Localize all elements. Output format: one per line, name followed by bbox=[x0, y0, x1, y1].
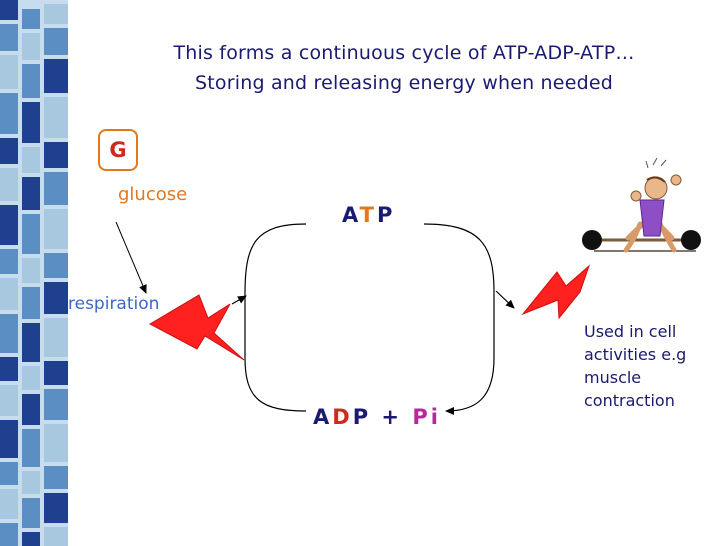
stripe-block bbox=[44, 318, 68, 357]
energy-use-note: Used in cell activities e.g muscle contr… bbox=[584, 320, 728, 412]
phosphate-pi: Pi bbox=[412, 405, 441, 429]
stripe-block bbox=[44, 97, 68, 138]
stripe-block bbox=[22, 214, 40, 254]
adp-letter-p: P bbox=[352, 405, 372, 429]
energy-use-line-1: Used in cell bbox=[584, 322, 677, 341]
decorative-stripe-bar bbox=[0, 0, 68, 546]
stripe-block bbox=[22, 498, 40, 528]
stripe-block bbox=[22, 471, 40, 494]
stripe-block bbox=[0, 24, 18, 51]
stripe-block bbox=[22, 177, 40, 210]
cycle-right-arc bbox=[423, 223, 495, 415]
stripe-block bbox=[0, 168, 18, 201]
stripe-block bbox=[22, 64, 40, 98]
atp-formula: ATP bbox=[342, 203, 395, 227]
weightlifter-icon bbox=[582, 157, 701, 253]
stripe-block bbox=[0, 385, 18, 416]
stripe-block bbox=[44, 59, 68, 93]
stripe-block bbox=[0, 420, 18, 458]
stripe-block bbox=[0, 357, 18, 381]
slide-title: This forms a continuous cycle of ATP-ADP… bbox=[80, 38, 728, 98]
stripe-block bbox=[22, 147, 40, 173]
stripe-block bbox=[44, 527, 68, 546]
energy-out-arrow bbox=[495, 290, 515, 309]
energy-in-arrow bbox=[231, 295, 247, 305]
stripe-block bbox=[44, 424, 68, 462]
energy-use-line-2: activities e.g bbox=[584, 345, 687, 364]
cycle-left-arc bbox=[244, 223, 307, 412]
stripe-block bbox=[44, 361, 68, 385]
stripe-block bbox=[44, 4, 68, 24]
stripe-block bbox=[0, 314, 18, 353]
stripe-block bbox=[0, 462, 18, 485]
stripe-block bbox=[22, 323, 40, 362]
stripe-block bbox=[44, 209, 68, 249]
stripe-block bbox=[22, 102, 40, 143]
stripe-block bbox=[0, 523, 18, 546]
stripe-block bbox=[0, 93, 18, 134]
lightning-bolt-icon bbox=[148, 294, 245, 361]
stripe-block bbox=[44, 28, 68, 55]
adp-plus: + bbox=[381, 405, 403, 429]
title-line-2: Storing and releasing energy when needed bbox=[195, 72, 613, 94]
stripe-block bbox=[44, 282, 68, 314]
lightning-bolt-icon bbox=[521, 264, 591, 320]
stripe-block bbox=[22, 33, 40, 60]
title-line-1: This forms a continuous cycle of ATP-ADP… bbox=[173, 42, 635, 64]
stripe-block bbox=[22, 366, 40, 390]
stripe-block bbox=[44, 493, 68, 523]
glucose-symbol: G bbox=[109, 138, 127, 162]
stripe-block bbox=[0, 138, 18, 164]
stripe-block bbox=[22, 394, 40, 425]
stripe-block bbox=[22, 287, 40, 319]
glucose-label: glucose bbox=[118, 184, 188, 205]
atp-letter-t: T bbox=[359, 203, 377, 227]
atp-letter-p: P bbox=[376, 203, 396, 227]
atp-letter-a: A bbox=[342, 203, 360, 227]
stripe-block bbox=[0, 55, 18, 89]
glucose-arrow bbox=[115, 221, 147, 294]
respiration-label: respiration bbox=[68, 294, 160, 314]
stripe-block bbox=[22, 532, 40, 546]
adp-letter-a: A bbox=[313, 405, 333, 429]
stripe-block bbox=[22, 429, 40, 467]
stripe-block bbox=[22, 258, 40, 283]
stripe-block bbox=[44, 466, 68, 489]
adp-letter-d: D bbox=[332, 405, 353, 429]
stripe-block bbox=[44, 389, 68, 420]
stripe-block bbox=[0, 0, 18, 20]
energy-use-line-3: muscle bbox=[584, 368, 642, 387]
energy-use-line-4: contraction bbox=[584, 391, 675, 410]
stripe-block bbox=[22, 9, 40, 29]
stripe-block bbox=[0, 489, 18, 519]
stripe-block bbox=[44, 142, 68, 168]
stripe-block bbox=[44, 253, 68, 278]
stripe-block bbox=[44, 172, 68, 205]
adp-formula: ADP + Pi bbox=[313, 405, 441, 429]
stripe-block bbox=[0, 278, 18, 310]
stripe-block bbox=[0, 205, 18, 245]
glucose-symbol-box: G bbox=[98, 129, 138, 171]
stripe-block bbox=[0, 249, 18, 274]
